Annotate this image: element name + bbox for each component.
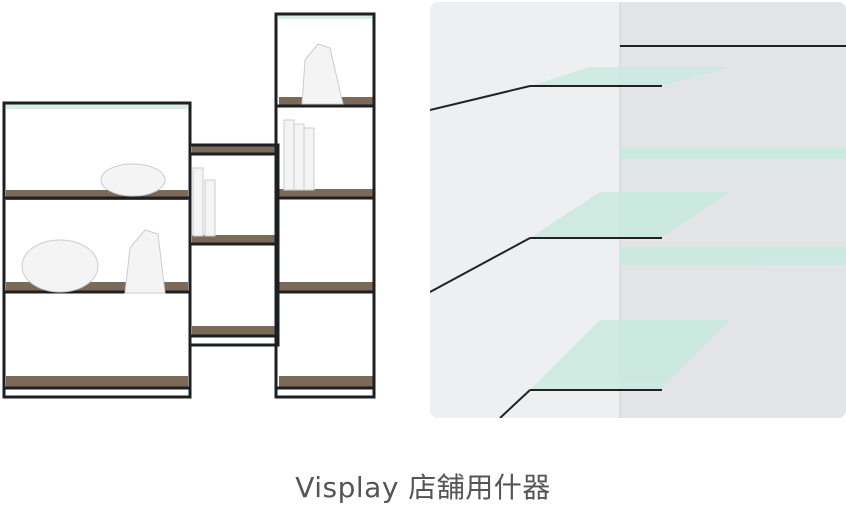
shelving-unit-photo: [0, 8, 380, 408]
image-caption: Visplay 店舖用什器: [295, 471, 551, 504]
glass-shelves-photo: [430, 2, 846, 418]
